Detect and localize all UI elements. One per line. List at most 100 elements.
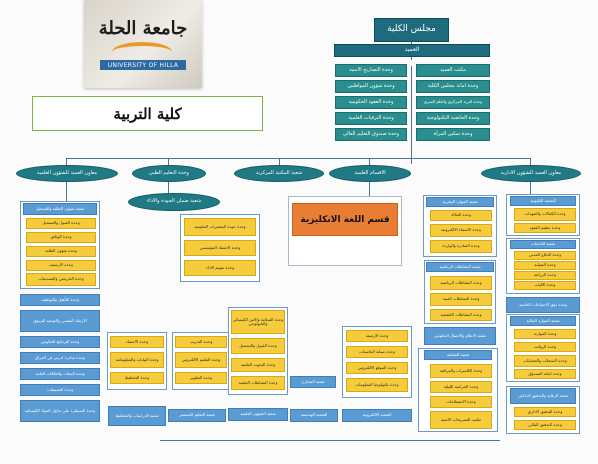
connector [369, 158, 370, 165]
sports-unit: وحدة النشاطات الرياضية [430, 276, 492, 290]
connector [66, 158, 67, 165]
sci-unit: وحدة البرنامج الحكومي [20, 336, 100, 348]
sci-unit: وحدة التصنيفات [20, 384, 100, 396]
quality-unit: وحدة جودة المختبرات التعليمية [184, 218, 256, 236]
student-unit: وحدة الخريجين والتصديقات [26, 273, 96, 286]
followup-unit: وحدة الاستعلامات [430, 396, 492, 408]
dean-unit-right: وحدة تمكين المرأة [416, 128, 490, 141]
training-head: شعبة التعليم المستمر [168, 409, 226, 422]
scientific-unit: وحدة النشاطات العلمية [231, 376, 285, 390]
audit-head: شعبة الرقابة والتدقيق الداخلي [510, 388, 576, 404]
university-logo: جامعة الحلة UNIVERSITY OF HILLA [84, 0, 202, 88]
dean-unit-right: وحدة امانة مجلس الكلية [416, 80, 490, 93]
quality-unit: وحدة تقويم الاداء [184, 260, 256, 276]
book-icon [112, 42, 172, 62]
connector [369, 182, 370, 196]
connector [66, 158, 530, 159]
electronic-head: الشعبة الالكترونية [342, 409, 412, 422]
legal-unit: وحدة تنظيم العقود [514, 223, 576, 233]
electronic-unit: وحدة تكنولوجيا المعلومات [346, 378, 408, 392]
sci-unit: الارشاد النفسي والتوجيه التربوي [20, 310, 100, 332]
followup-unit: وحدة الحراسة الليلية [430, 381, 492, 393]
followup-unit: وحدة الكاميرات والمراقبة [430, 364, 492, 378]
services-head: شعبة الخدمات [510, 240, 576, 249]
electronic-unit: وحدة صيانة الحاسبات [346, 346, 408, 358]
student-unit: وحدة الارشيف [26, 260, 96, 271]
training-unit: وحدة التطوير [175, 372, 227, 384]
connector [279, 158, 280, 165]
council-box: مجلس الكلية [374, 18, 449, 42]
sports-head: شعبة النشاطات الرياضية [426, 262, 494, 272]
scientific-unit: وحدة السلامة والامن الكيميائي والبايولوج… [231, 310, 285, 334]
services-unit: وحدة الدفاع المدني [514, 251, 576, 260]
connector [168, 158, 169, 165]
sports-unit: وحدة النشاطات الفنية [430, 293, 492, 306]
audit-unit: وحدة التدقيق المالي [514, 420, 576, 430]
branch-departments: الاقسام العلمية [329, 165, 411, 182]
student-unit: وحدة القبول والتسجيل [26, 218, 96, 229]
branch-admin-affairs: معاون العميد للشؤون الادارية [481, 165, 581, 182]
personnel-unit: وحدة الصادرة والواردة [430, 240, 492, 253]
dean-unit-right: وحدة الحاضنة التكنولوجية [416, 112, 490, 125]
connector [411, 66, 412, 146]
connector [530, 182, 531, 194]
branch-medical-edu: وحدة التعليم الطبي [132, 165, 206, 182]
logo-arabic: جامعة الحلة [98, 18, 188, 39]
dean-unit-left: وحدة شؤون المواطنين [335, 80, 407, 93]
scientific-unit: وحدة القبول والتسجيل [231, 338, 285, 354]
student-unit: وحدة شؤون الطلبة [26, 246, 96, 257]
sci-unit: وحدة البعثات والعلاقات العامة [20, 368, 100, 380]
college-title: كلية التربية [32, 96, 263, 131]
branch-library: شعبة المكتبة المركزية [234, 165, 324, 182]
finance-unit: وحدة الرواتب [514, 342, 576, 352]
special-needs-head: وحدة ذوي الاحتياجات الخاصة [506, 297, 580, 313]
studies-unit: وحدة البيانات والمعلوماتية [110, 352, 164, 368]
quality-head: شعبة ضمان الجودة والاداء [128, 193, 220, 211]
audit-unit: وحدة التدقيق الاداري [514, 407, 576, 417]
training-unit: وحدة التعليم الالكتروني [175, 352, 227, 368]
training-unit: وحدة التدريب [175, 336, 227, 348]
services-unit: وحدة الصيانة [514, 261, 576, 270]
personnel-unit: وحدة الاسماء الالكترونية [430, 224, 492, 237]
sci-unit: وحدة التأهيل والتوظيف [20, 294, 100, 306]
finance-unit: وحدة السجلات والحسابات [514, 355, 576, 367]
media-head: شعبة الاعلام والاتصال الحكومي [424, 327, 496, 345]
personnel-head: شعبة الموارد البشرية [426, 197, 494, 207]
dean-unit-left: وحدة التصاريح الامنية [335, 64, 407, 77]
electronic-unit: وحدة الارشفة [346, 330, 408, 342]
followup-head: شعبة المتابعة [424, 350, 492, 360]
finance-head: شعبة الموارد المالية [510, 316, 576, 326]
studies-head: شعبة الدراسات والتخطيط [108, 406, 166, 426]
branch-sci-affairs: معاون العميد للشؤون العلمية [16, 165, 118, 182]
quality-unit: وحدة الاعتماد المؤسسي [184, 240, 256, 256]
english-department-box: قسم اللغة الانكليزية [292, 203, 398, 236]
dean-box: العميد [334, 44, 490, 57]
legal-head: الشعبة القانونية [510, 196, 576, 206]
dean-unit-right: وحدة البريد المركزي والقلم السري [416, 96, 490, 109]
sports-unit: وحدة النشاطات الكشفية [430, 309, 492, 321]
finance-unit: وحدة الموازنة [514, 329, 576, 339]
student-head: شعبة شؤون الطلبة والتسجيل [23, 203, 97, 215]
electronic-unit: وحدة الموقع الالكتروني [346, 362, 408, 374]
dean-unit-left: وحدة صندوق التعليم العالي [335, 128, 407, 141]
personnel-unit: وحدة الملاك [430, 210, 492, 221]
studies-unit: وحدة الاحصاء [110, 336, 164, 348]
dean-unit-left: وحدة العقود الحكومية [335, 96, 407, 109]
studies-unit: وحدة التخطيط [110, 372, 164, 384]
connector [530, 158, 531, 165]
dean-unit-left: وحدة الترقيات العلمية [335, 112, 407, 125]
services-unit: وحدة الزراعة [514, 271, 576, 280]
logo-english: UNIVERSITY OF HILLA [100, 60, 186, 70]
engineering-head: الشعبة الهندسية [290, 409, 338, 422]
connector [66, 182, 67, 202]
scientific-head: شعبة الشؤون العلمية [228, 408, 288, 421]
scientific-unit: وحدة البحوث العلمية [231, 358, 285, 372]
connector [160, 440, 500, 441]
connector [168, 182, 169, 196]
legal-unit: وحدة الكفالات والتعهدات [514, 208, 576, 221]
student-unit: وحدة الوثائق [26, 232, 96, 243]
dean-unit-right: مكتب العميد [416, 64, 490, 77]
finance-unit: وحدة امانة الصندوق [514, 369, 576, 379]
services-unit: وحدة الاليات [514, 281, 576, 290]
